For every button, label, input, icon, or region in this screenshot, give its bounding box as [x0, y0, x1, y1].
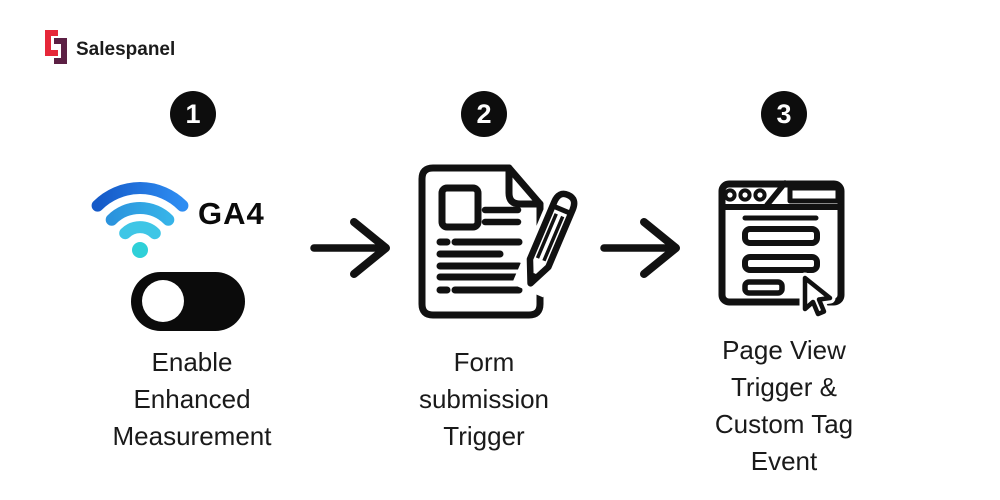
step-1-badge: 1 — [170, 91, 216, 137]
caption-line: Trigger — [443, 421, 525, 451]
step-1-caption: Enable Enhanced Measurement — [57, 344, 327, 455]
wifi-icon — [90, 166, 190, 267]
step-3-number: 3 — [776, 98, 792, 129]
caption-line: submission — [418, 384, 550, 414]
right-arrow-icon — [310, 217, 392, 284]
toggle-on-icon — [131, 272, 245, 331]
caption-line: Trigger & — [731, 372, 837, 402]
ga4-label: GA4 — [198, 196, 265, 231]
caption-line: Custom Tag — [714, 409, 854, 439]
caption-line: Event — [750, 446, 818, 476]
salespanel-logo: Salespanel — [44, 30, 175, 69]
right-arrow-icon — [600, 217, 682, 284]
toggle-knob — [142, 280, 184, 322]
logo-text: Salespanel — [76, 38, 176, 60]
step-3-caption: Page View Trigger & Custom Tag Event — [649, 332, 919, 480]
document-pencil-icon — [408, 157, 587, 337]
step-2-caption: Form submission Trigger — [349, 344, 619, 455]
caption-line: Enable — [151, 347, 233, 377]
caption-line: Form — [453, 347, 515, 377]
step-1-number: 1 — [185, 98, 201, 129]
browser-window-cursor-icon — [717, 179, 847, 326]
caption-line: Enhanced — [133, 384, 251, 414]
caption-line: Page View — [722, 335, 846, 365]
step-2-badge: 2 — [461, 91, 507, 137]
cursor-arrow — [799, 272, 836, 320]
step-2-number: 2 — [476, 98, 492, 129]
step-3-badge: 3 — [761, 91, 807, 137]
salespanel-logo-icon — [44, 30, 68, 69]
caption-line: Measurement — [112, 421, 272, 451]
